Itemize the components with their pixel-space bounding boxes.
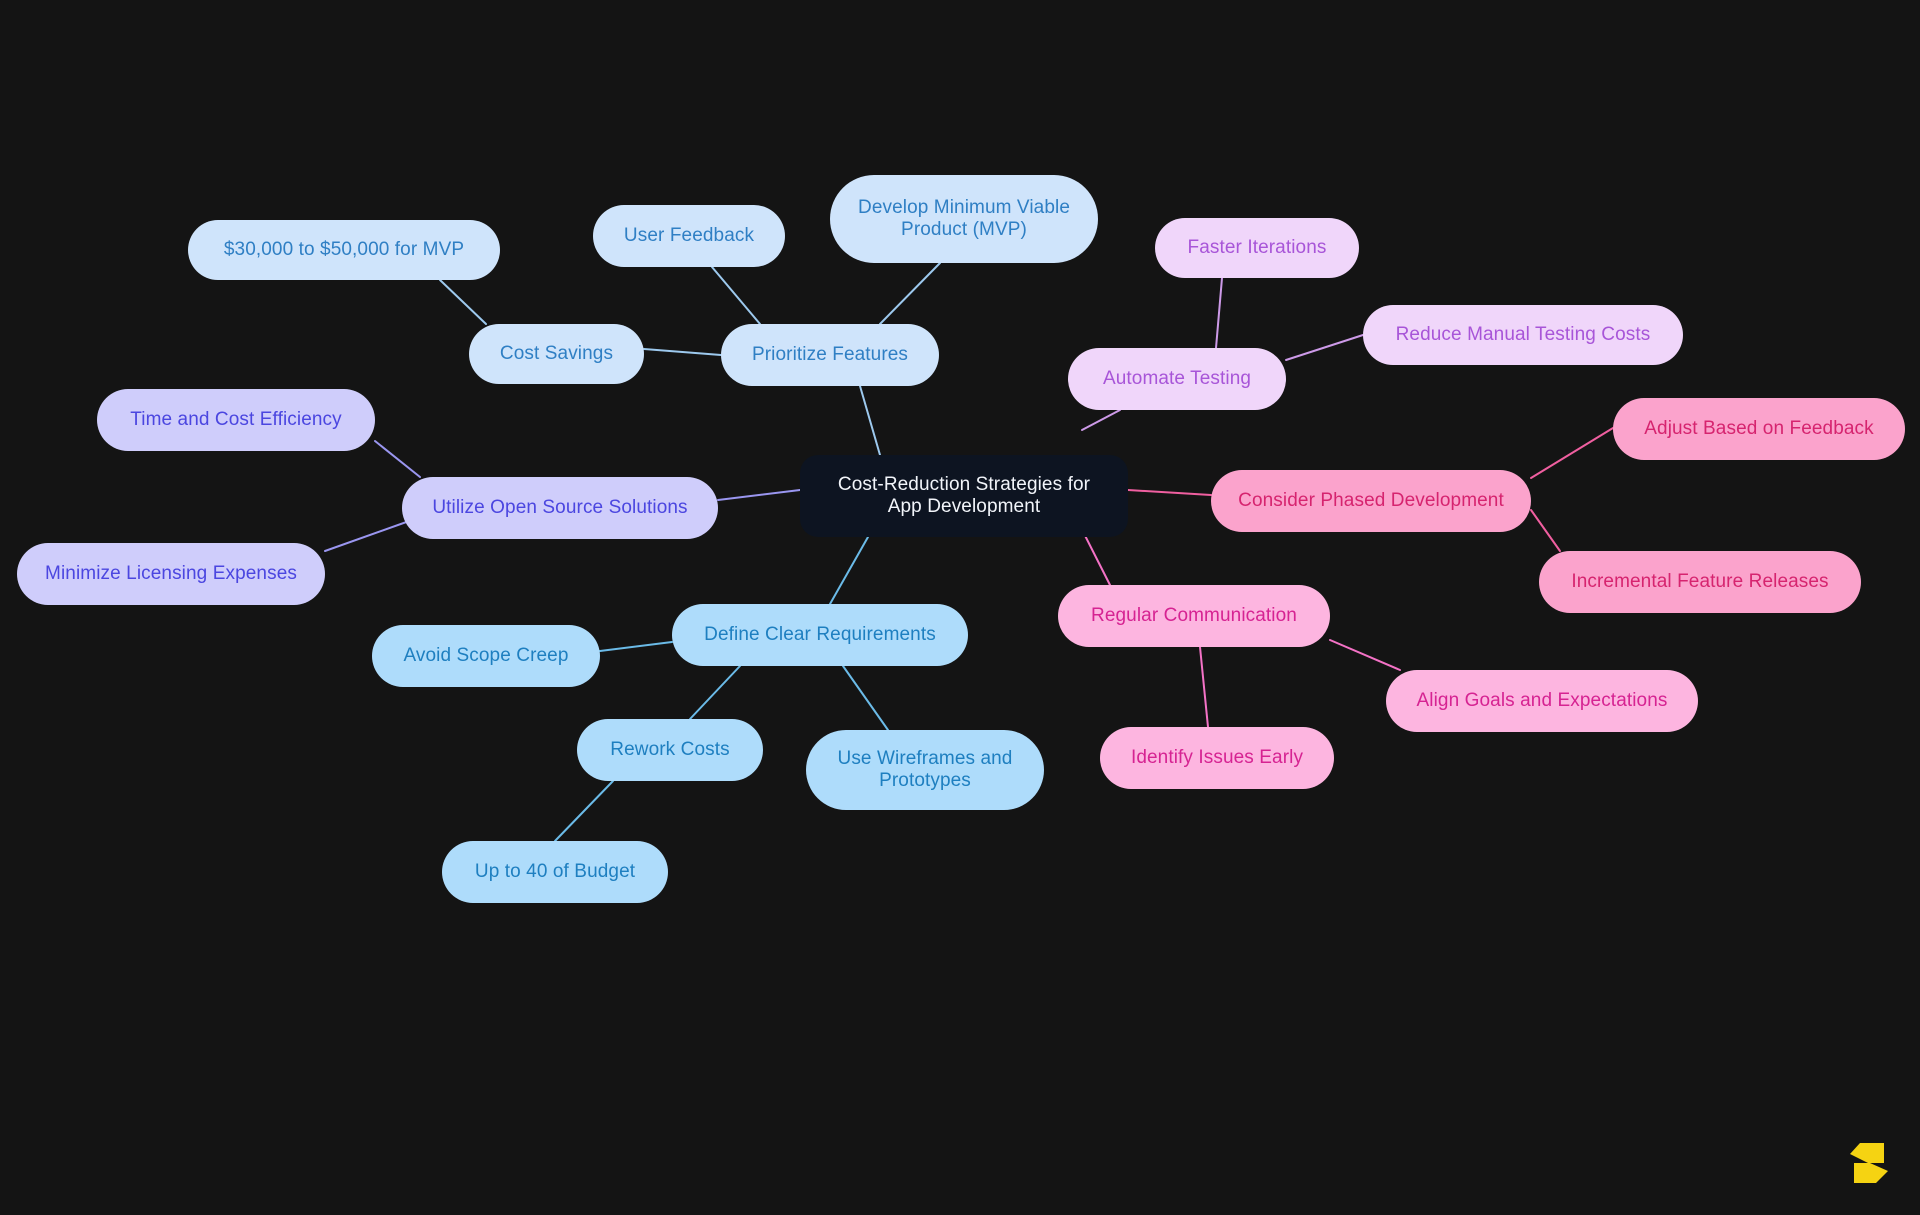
edge-define-clear-requirements-to-avoid-scope-creep	[599, 641, 673, 652]
mindmap-node-label: Adjust Based on Feedback	[1644, 417, 1874, 439]
mindmap-node-label: $30,000 to $50,000 for MVP	[223, 238, 465, 260]
edge-consider-phased-development-to-incremental-feature-releases	[1530, 509, 1561, 552]
mindmap-node-faster-iterations[interactable]: Faster Iterations	[1155, 218, 1359, 278]
edge-cost-savings-to-mvp-budget-range	[439, 279, 487, 325]
mindmap-node-define-clear-requirements[interactable]: Define Clear Requirements	[672, 604, 968, 666]
mindmap-node-user-feedback[interactable]: User Feedback	[593, 205, 785, 267]
edge-prioritize-features-to-user-feedback	[711, 266, 761, 325]
edge-utilize-open-source-solutions-to-minimize-licensing-expenses	[324, 519, 413, 552]
edge-prioritize-features-to-develop-mvp	[879, 262, 941, 325]
mindmap-node-reduce-manual-testing-costs[interactable]: Reduce Manual Testing Costs	[1363, 305, 1683, 365]
mindmap-node-label: Prioritize Features	[751, 343, 909, 365]
mindmap-node-label: Align Goals and Expectations	[1416, 689, 1668, 711]
edge-define-clear-requirements-to-rework-costs	[689, 665, 741, 720]
mindmap-node-label: Cost Savings	[499, 342, 614, 364]
mindmap-node-adjust-based-on-feedback[interactable]: Adjust Based on Feedback	[1613, 398, 1905, 460]
edge-root-to-prioritize-features	[859, 385, 881, 456]
mindmap-node-rework-costs[interactable]: Rework Costs	[577, 719, 763, 781]
edge-regular-communication-to-identify-issues-early	[1199, 646, 1209, 728]
mindmap-node-time-and-cost-efficiency[interactable]: Time and Cost Efficiency	[97, 389, 375, 451]
edge-root-to-define-clear-requirements	[829, 536, 869, 605]
mindmap-node-label: Regular Communication	[1091, 604, 1297, 626]
mindmap-node-avoid-scope-creep[interactable]: Avoid Scope Creep	[372, 625, 600, 687]
mindmap-node-label: Utilize Open Source Solutions	[432, 496, 688, 518]
mindmap-node-label: Consider Phased Development	[1238, 489, 1504, 511]
mindmap-node-label: Define Clear Requirements	[704, 623, 936, 645]
mindmap-node-label: Identify Issues Early	[1130, 746, 1304, 768]
edge-rework-costs-to-up-to-40-of-budget	[554, 780, 614, 842]
mindmap-node-label: Automate Testing	[1102, 367, 1252, 389]
edge-root-to-utilize-open-source-solutions	[717, 489, 801, 501]
mindmap-node-consider-phased-development[interactable]: Consider Phased Development	[1211, 470, 1531, 532]
edge-utilize-open-source-solutions-to-time-and-cost-efficiency	[374, 440, 421, 478]
mindmap-node-align-goals-and-expectations[interactable]: Align Goals and Expectations	[1386, 670, 1698, 732]
mindmap-node-label: Use Wireframes and Prototypes	[837, 747, 1013, 791]
edge-prioritize-features-to-cost-savings	[643, 348, 722, 356]
edge-consider-phased-development-to-adjust-based-on-feedback	[1530, 427, 1614, 479]
mindmap-node-utilize-open-source-solutions[interactable]: Utilize Open Source Solutions	[402, 477, 718, 539]
edge-root-to-consider-phased-development	[1127, 489, 1212, 496]
mindmap-node-prioritize-features[interactable]: Prioritize Features	[721, 324, 939, 386]
mindmap-node-label: Faster Iterations	[1187, 236, 1327, 258]
mindmap-node-regular-communication[interactable]: Regular Communication	[1058, 585, 1330, 647]
edge-root-to-automate-testing	[1081, 409, 1121, 431]
mindmap-node-automate-testing[interactable]: Automate Testing	[1068, 348, 1286, 410]
mindmap-node-develop-mvp[interactable]: Develop Minimum Viable Product (MVP)	[830, 175, 1098, 263]
mindmap-node-minimize-licensing-expenses[interactable]: Minimize Licensing Expenses	[17, 543, 325, 605]
mindmap-node-label: Minimize Licensing Expenses	[45, 562, 297, 584]
mindmap-node-label: Cost-Reduction Strategies for App Develo…	[837, 473, 1091, 517]
mindmap-node-label: Rework Costs	[610, 738, 730, 760]
mindmap-node-use-wireframes-and-prototypes[interactable]: Use Wireframes and Prototypes	[806, 730, 1044, 810]
mindmap-node-label: Time and Cost Efficiency	[130, 408, 342, 430]
mindmap-node-mvp-budget-range[interactable]: $30,000 to $50,000 for MVP	[188, 220, 500, 280]
edge-regular-communication-to-align-goals-and-expectations	[1329, 639, 1401, 671]
edge-define-clear-requirements-to-use-wireframes-and-prototypes	[842, 665, 889, 731]
edge-automate-testing-to-reduce-manual-testing-costs	[1285, 334, 1364, 361]
edge-automate-testing-to-faster-iterations	[1215, 277, 1223, 349]
mindmap-node-label: Avoid Scope Creep	[403, 644, 569, 666]
mindmap-node-incremental-feature-releases[interactable]: Incremental Feature Releases	[1539, 551, 1861, 613]
mindmap-node-up-to-40-of-budget[interactable]: Up to 40 of Budget	[442, 841, 668, 903]
mindmap-node-label: User Feedback	[623, 224, 755, 246]
mindmap-node-label: Up to 40 of Budget	[474, 860, 636, 882]
mindmap-node-identify-issues-early[interactable]: Identify Issues Early	[1100, 727, 1334, 789]
mindmap-node-label: Incremental Feature Releases	[1571, 570, 1829, 592]
s-logo-icon	[1850, 1143, 1888, 1183]
mindmap-node-cost-savings[interactable]: Cost Savings	[469, 324, 644, 384]
mindmap-node-label: Develop Minimum Viable Product (MVP)	[858, 196, 1070, 240]
mindmap-node-label: Reduce Manual Testing Costs	[1395, 323, 1651, 345]
mindmap-node-root[interactable]: Cost-Reduction Strategies for App Develo…	[800, 455, 1128, 537]
